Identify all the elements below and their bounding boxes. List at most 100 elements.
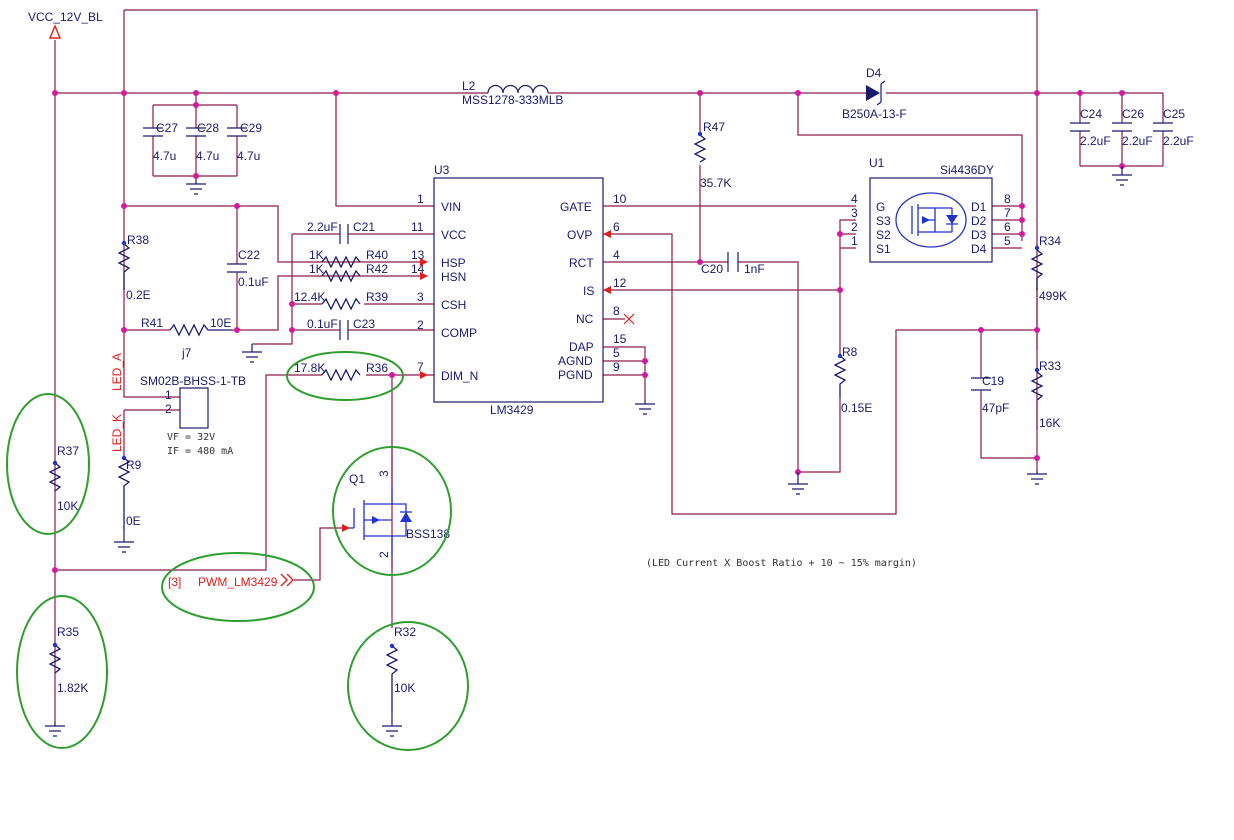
- u1-pin-name: S3: [876, 214, 891, 228]
- c21-ref: C21: [353, 220, 375, 234]
- u1-pin-name: D3: [971, 228, 987, 242]
- c23-value: 0.1uF: [307, 317, 338, 331]
- u3-pin-num: 3: [417, 290, 424, 304]
- u1-ref: U1: [869, 156, 885, 170]
- u3-pin-num: 15: [613, 332, 627, 346]
- u1-pin-num: 3: [851, 206, 858, 220]
- u3-pin-num: 5: [613, 346, 620, 360]
- inductor-l2: L2 MSS1278-333MLB: [462, 79, 563, 107]
- r35-value: 1.82K: [57, 681, 88, 695]
- r37-value: 10K: [57, 499, 78, 513]
- q1-pin-s: 2: [377, 551, 391, 558]
- diode-d4: D4 B250A-13-F: [842, 66, 907, 121]
- transistor-q1: Q1 BSS138 3 2: [342, 470, 450, 558]
- u3-part: LM3429: [490, 403, 534, 417]
- u3-pin-name: HSN: [441, 270, 466, 284]
- u1-pin-name: D2: [971, 214, 987, 228]
- connector-ref: SM02B-BHSS-1-TB: [140, 374, 246, 388]
- u3-pin-name: GATE: [560, 200, 592, 214]
- r9-ref: R9: [126, 458, 142, 472]
- u1-pin-num: 1: [851, 234, 858, 248]
- r38-value: 0.2E: [126, 288, 151, 302]
- ic-u1-si4436dy: U1 Si4436DY 4 3 2 1 G S3 S2 S1 8 7 6 5 D…: [851, 156, 1011, 263]
- u3-pin-num: 4: [613, 248, 620, 262]
- r41-ref: R41: [141, 316, 163, 330]
- c19-value: 47pF: [982, 401, 1009, 415]
- u1-pin-num: 6: [1004, 220, 1011, 234]
- r41-value: 10E: [210, 316, 231, 330]
- resistor-labels: R47 35.7K R38 0.2E R41 10E j7 1K R40 1K …: [57, 120, 1067, 695]
- r38-ref: R38: [127, 233, 149, 247]
- r8-value: 0.15E: [841, 401, 872, 415]
- c25-value: 2.2uF: [1163, 134, 1194, 148]
- u1-pin-num: 7: [1004, 206, 1011, 220]
- u1-pin-name: S2: [876, 228, 891, 242]
- c20-value: 1nF: [744, 262, 765, 276]
- u3-pin-name: PGND: [558, 368, 593, 382]
- c28-value: 4.7u: [196, 149, 219, 163]
- c28-ref: C28: [197, 121, 219, 135]
- c24-ref: C24: [1080, 107, 1102, 121]
- vf-note: VF = 32V: [167, 432, 215, 443]
- small-capacitors: C22 0.1uF 2.2uF C21 0.1uF C23 C20 1nF C1…: [227, 220, 1009, 415]
- c29-ref: C29: [240, 121, 262, 135]
- l2-value: MSS1278-333MLB: [462, 93, 563, 107]
- d4-value: B250A-13-F: [842, 107, 907, 121]
- u3-pin-name: VCC: [441, 228, 467, 242]
- led-k-net: LED_K: [110, 414, 124, 452]
- junctions: [52, 90, 1125, 573]
- u3-pin-name: DAP: [569, 340, 594, 354]
- output-capacitors: C24 2.2uF C26 2.2uF C25 2.2uF: [1070, 107, 1194, 148]
- u1-pin-num: 2: [851, 220, 858, 234]
- r33-ref: R33: [1039, 359, 1061, 373]
- r47-ref: R47: [703, 120, 725, 134]
- design-note: (LED Current X Boost Ratio + 10 ~ 15% ma…: [646, 558, 917, 569]
- u3-pin-num: 10: [613, 192, 627, 206]
- r39-value: 12.4K: [294, 290, 325, 304]
- r34-value: 499K: [1039, 289, 1067, 303]
- u3-pin-name: OVP: [567, 228, 592, 242]
- c27-ref: C27: [156, 121, 178, 135]
- vcc-rail-symbol: VCC_12V_BL: [28, 10, 103, 39]
- led-a-net: LED_A: [110, 353, 124, 391]
- u3-pin-num: 13: [411, 248, 425, 262]
- r42-ref: R42: [366, 262, 388, 276]
- u3-pin-name: DIM_N: [441, 369, 478, 383]
- pwm-net-label: PWM_LM3429: [198, 575, 278, 589]
- d4-ref: D4: [866, 66, 882, 80]
- q1-value: BSS138: [406, 527, 450, 541]
- r35-ref: R35: [57, 625, 79, 639]
- if-note: IF = 480 mA: [167, 446, 233, 457]
- c23-ref: C23: [353, 317, 375, 331]
- r40-ref: R40: [366, 248, 388, 262]
- u1-pin-num: 4: [851, 192, 858, 206]
- pwm-sheet-ref: [3]: [168, 575, 181, 589]
- r33-value: 16K: [1039, 416, 1060, 430]
- pwm-net: [3] PWM_LM3429: [168, 573, 294, 589]
- vcc-rail-label: VCC_12V_BL: [28, 10, 103, 24]
- led-connector: SM02B-BHSS-1-TB 1 2 LED_A LED_K VF = 32V…: [110, 353, 246, 457]
- r47-value: 35.7K: [700, 176, 731, 190]
- resistors: [48, 131, 1044, 712]
- r9-value: 0E: [126, 514, 141, 528]
- u3-ref: U3: [434, 163, 450, 177]
- r34-ref: R34: [1039, 234, 1061, 248]
- connector-pin1: 1: [165, 388, 172, 402]
- u3-pin-num: 14: [411, 262, 425, 276]
- u1-pin-name: S1: [876, 242, 891, 256]
- c26-value: 2.2uF: [1122, 134, 1153, 148]
- r36-ref: R36: [366, 361, 388, 375]
- u1-pin-num: 8: [1004, 192, 1011, 206]
- u3-pin-name: COMP: [441, 326, 477, 340]
- u1-part: Si4436DY: [940, 163, 994, 177]
- u3-pin-name: VIN: [441, 200, 461, 214]
- q1-ref: Q1: [349, 472, 365, 486]
- ic-u3-lm3429: U3 LM3429 1 11 13 14 3 2 7 VIN VCC HSP H…: [411, 163, 635, 417]
- u3-pin-num: 2: [417, 318, 424, 332]
- c26-ref: C26: [1122, 107, 1144, 121]
- u3-pin-num: 6: [613, 220, 620, 234]
- ground-symbols: [45, 166, 1132, 737]
- c24-value: 2.2uF: [1080, 134, 1111, 148]
